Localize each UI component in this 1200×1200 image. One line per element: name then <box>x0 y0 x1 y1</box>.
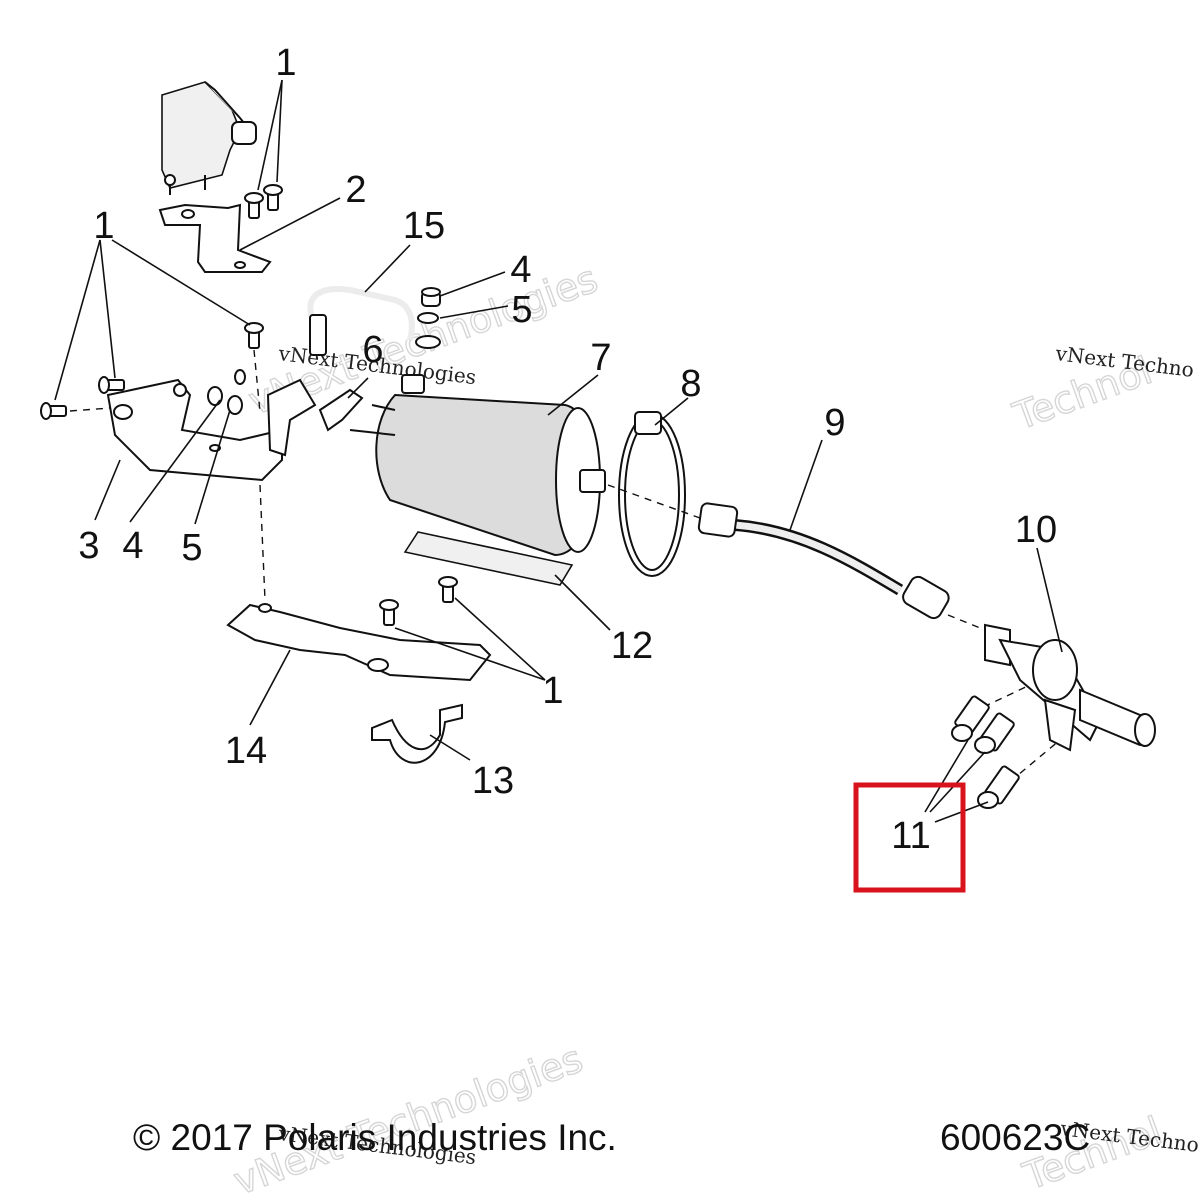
callout-1-top: 1 <box>275 42 296 84</box>
bolts-top <box>244 184 283 219</box>
highlight-box <box>853 782 966 893</box>
callout-13: 13 <box>472 760 514 802</box>
bracket-2 <box>158 203 272 273</box>
nut-washer-top <box>417 287 441 324</box>
cable-15 <box>307 286 441 356</box>
mount-bracket <box>266 378 317 457</box>
callout-1-lower: 1 <box>542 670 563 712</box>
gasket-12 <box>403 531 574 586</box>
callout-5-bottom: 5 <box>181 527 202 569</box>
callout-14: 14 <box>225 730 267 772</box>
callout-3: 3 <box>78 525 99 567</box>
bolts-left <box>40 376 125 420</box>
bolts-11 <box>951 695 1020 809</box>
callout-numbers: 1 2 1 15 4 5 6 7 8 9 10 3 4 5 12 1 14 13… <box>78 42 1057 857</box>
washers-nuts-left <box>207 369 246 415</box>
callout-8: 8 <box>680 363 701 405</box>
callout-11: 11 <box>891 815 930 857</box>
solenoid <box>161 81 257 195</box>
clamp-13 <box>371 703 463 764</box>
watermark-right: Technol vNext Techno <box>1006 341 1195 439</box>
callout-2: 2 <box>345 169 366 211</box>
callout-4-bottom: 4 <box>122 525 143 567</box>
copyright-text: © 2017 Polaris Industries Inc. <box>133 1117 617 1158</box>
callout-4-top: 4 <box>510 249 531 291</box>
callout-5-top: 5 <box>511 289 532 331</box>
callout-6: 6 <box>362 329 383 371</box>
leader-lines <box>54 79 1063 823</box>
bolts-lower <box>379 576 458 626</box>
callout-7: 7 <box>590 337 611 379</box>
cable-9 <box>607 484 986 631</box>
figure-number: 600623C <box>940 1117 1090 1158</box>
hose-clamp-8 <box>618 411 686 577</box>
starter-motor-7 <box>349 374 606 557</box>
callout-12: 12 <box>611 625 653 667</box>
callout-1-left: 1 <box>93 205 114 247</box>
callout-9: 9 <box>824 402 845 444</box>
bolt-bracket-top <box>244 322 264 413</box>
callout-10: 10 <box>1015 509 1057 551</box>
bracket-14 <box>226 484 492 682</box>
terminal-plate-6 <box>318 388 364 432</box>
callout-15: 15 <box>403 205 445 247</box>
